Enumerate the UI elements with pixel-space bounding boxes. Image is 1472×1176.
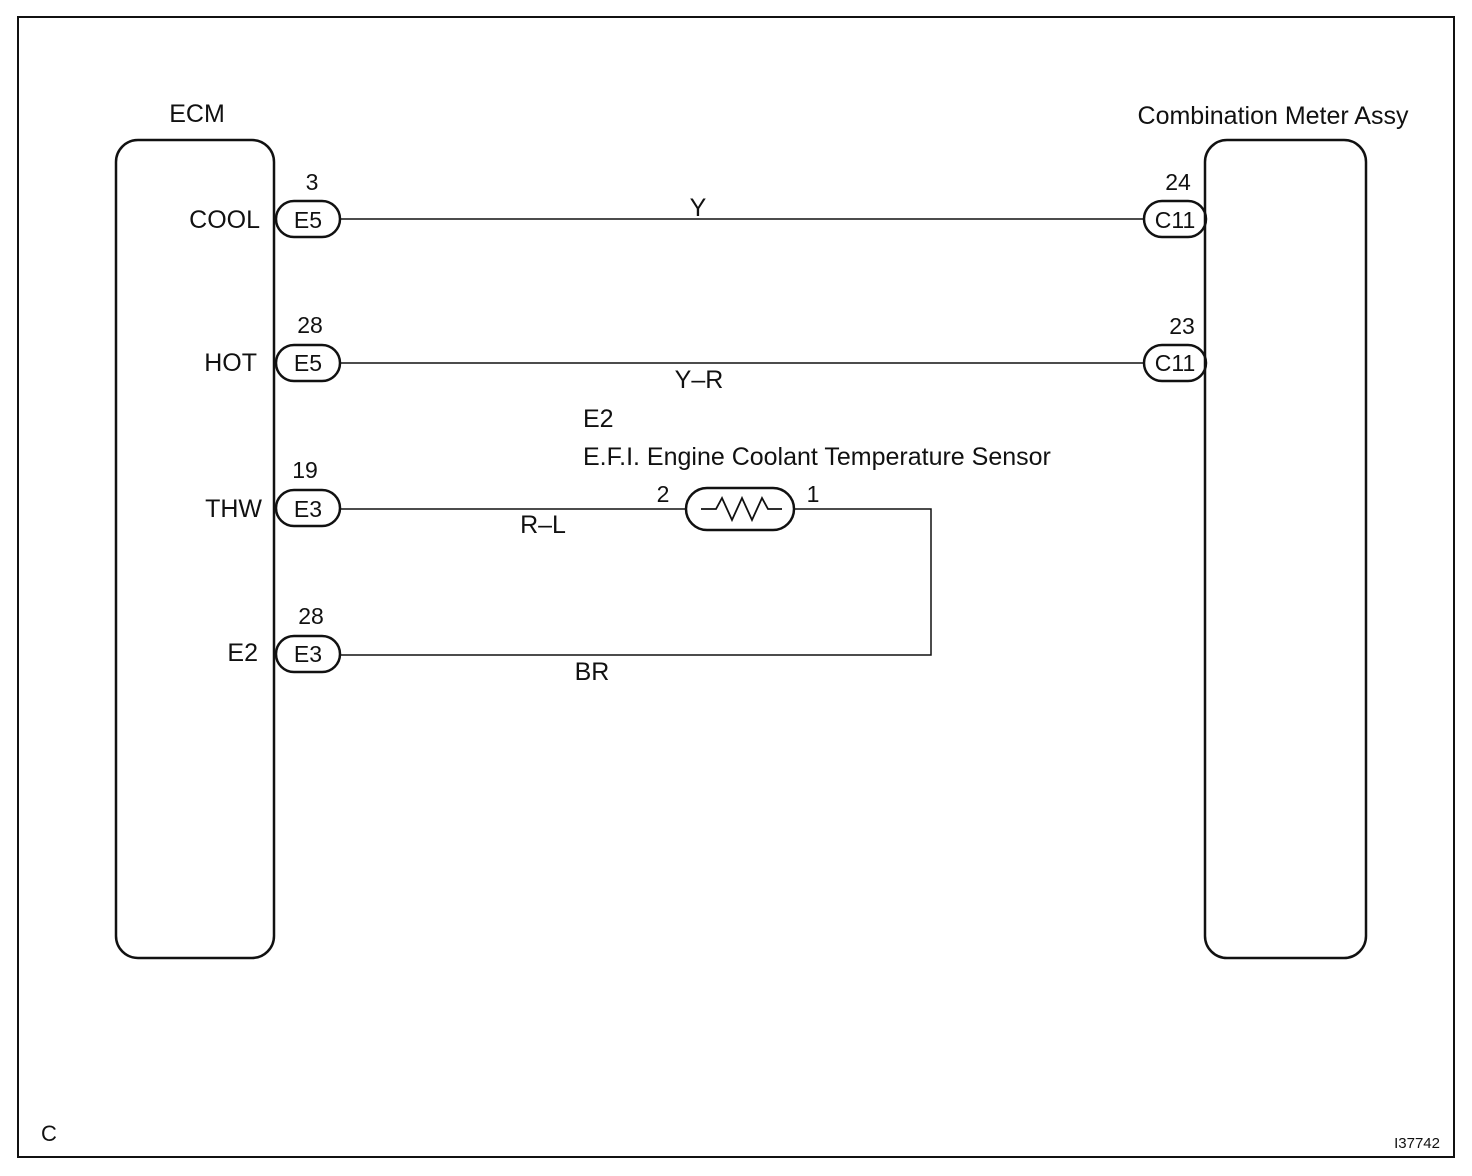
ecm-terminal-cool: COOL <box>189 206 260 234</box>
connector-thw-ecm-label: E3 <box>294 496 322 522</box>
connector-thw-ecm <box>274 488 342 528</box>
connector-e2-ecm <box>274 634 342 674</box>
sensor-pin-left: 2 <box>657 481 670 507</box>
ecm-terminal-hot: HOT <box>204 349 257 377</box>
sensor-body <box>684 486 796 532</box>
pin-hot-meter: 23 <box>1169 313 1195 339</box>
wire-e2-color: BR <box>575 658 610 686</box>
connector-cool-meter-label: C11 <box>1155 207 1196 233</box>
ecm-title: ECM <box>169 100 225 128</box>
connector-cool-ecm-label: E5 <box>294 207 322 233</box>
sensor-code: E2 <box>583 405 614 433</box>
resistor-icon <box>701 495 782 523</box>
connector-hot-meter-label: C11 <box>1155 350 1196 376</box>
pin-cool-ecm: 3 <box>306 169 319 195</box>
pin-e2-ecm: 28 <box>298 603 324 629</box>
ecm-terminal-e2: E2 <box>227 639 258 667</box>
connector-e2-ecm-label: E3 <box>294 641 322 667</box>
meter-block <box>1203 138 1368 960</box>
pin-hot-ecm: 28 <box>297 312 323 338</box>
wire-hot-color: Y–R <box>675 366 724 394</box>
connector-hot-ecm-label: E5 <box>294 350 322 376</box>
sensor-pin-right: 1 <box>807 481 820 507</box>
sensor-name: E.F.I. Engine Coolant Temperature Sensor <box>583 443 1051 471</box>
figure-id: I37742 <box>1394 1135 1440 1152</box>
wire-thw-color: R–L <box>520 511 566 539</box>
diagram-frame <box>17 16 1455 1158</box>
pin-cool-meter: 24 <box>1165 169 1191 195</box>
wire-cool-color: Y <box>690 194 707 222</box>
ecm-block <box>114 138 276 960</box>
ecm-terminal-thw: THW <box>205 495 262 523</box>
pin-thw-ecm: 19 <box>292 457 318 483</box>
corner-letter: C <box>41 1121 57 1146</box>
wire-sensor-return <box>340 508 932 656</box>
meter-title: Combination Meter Assy <box>1138 102 1409 130</box>
